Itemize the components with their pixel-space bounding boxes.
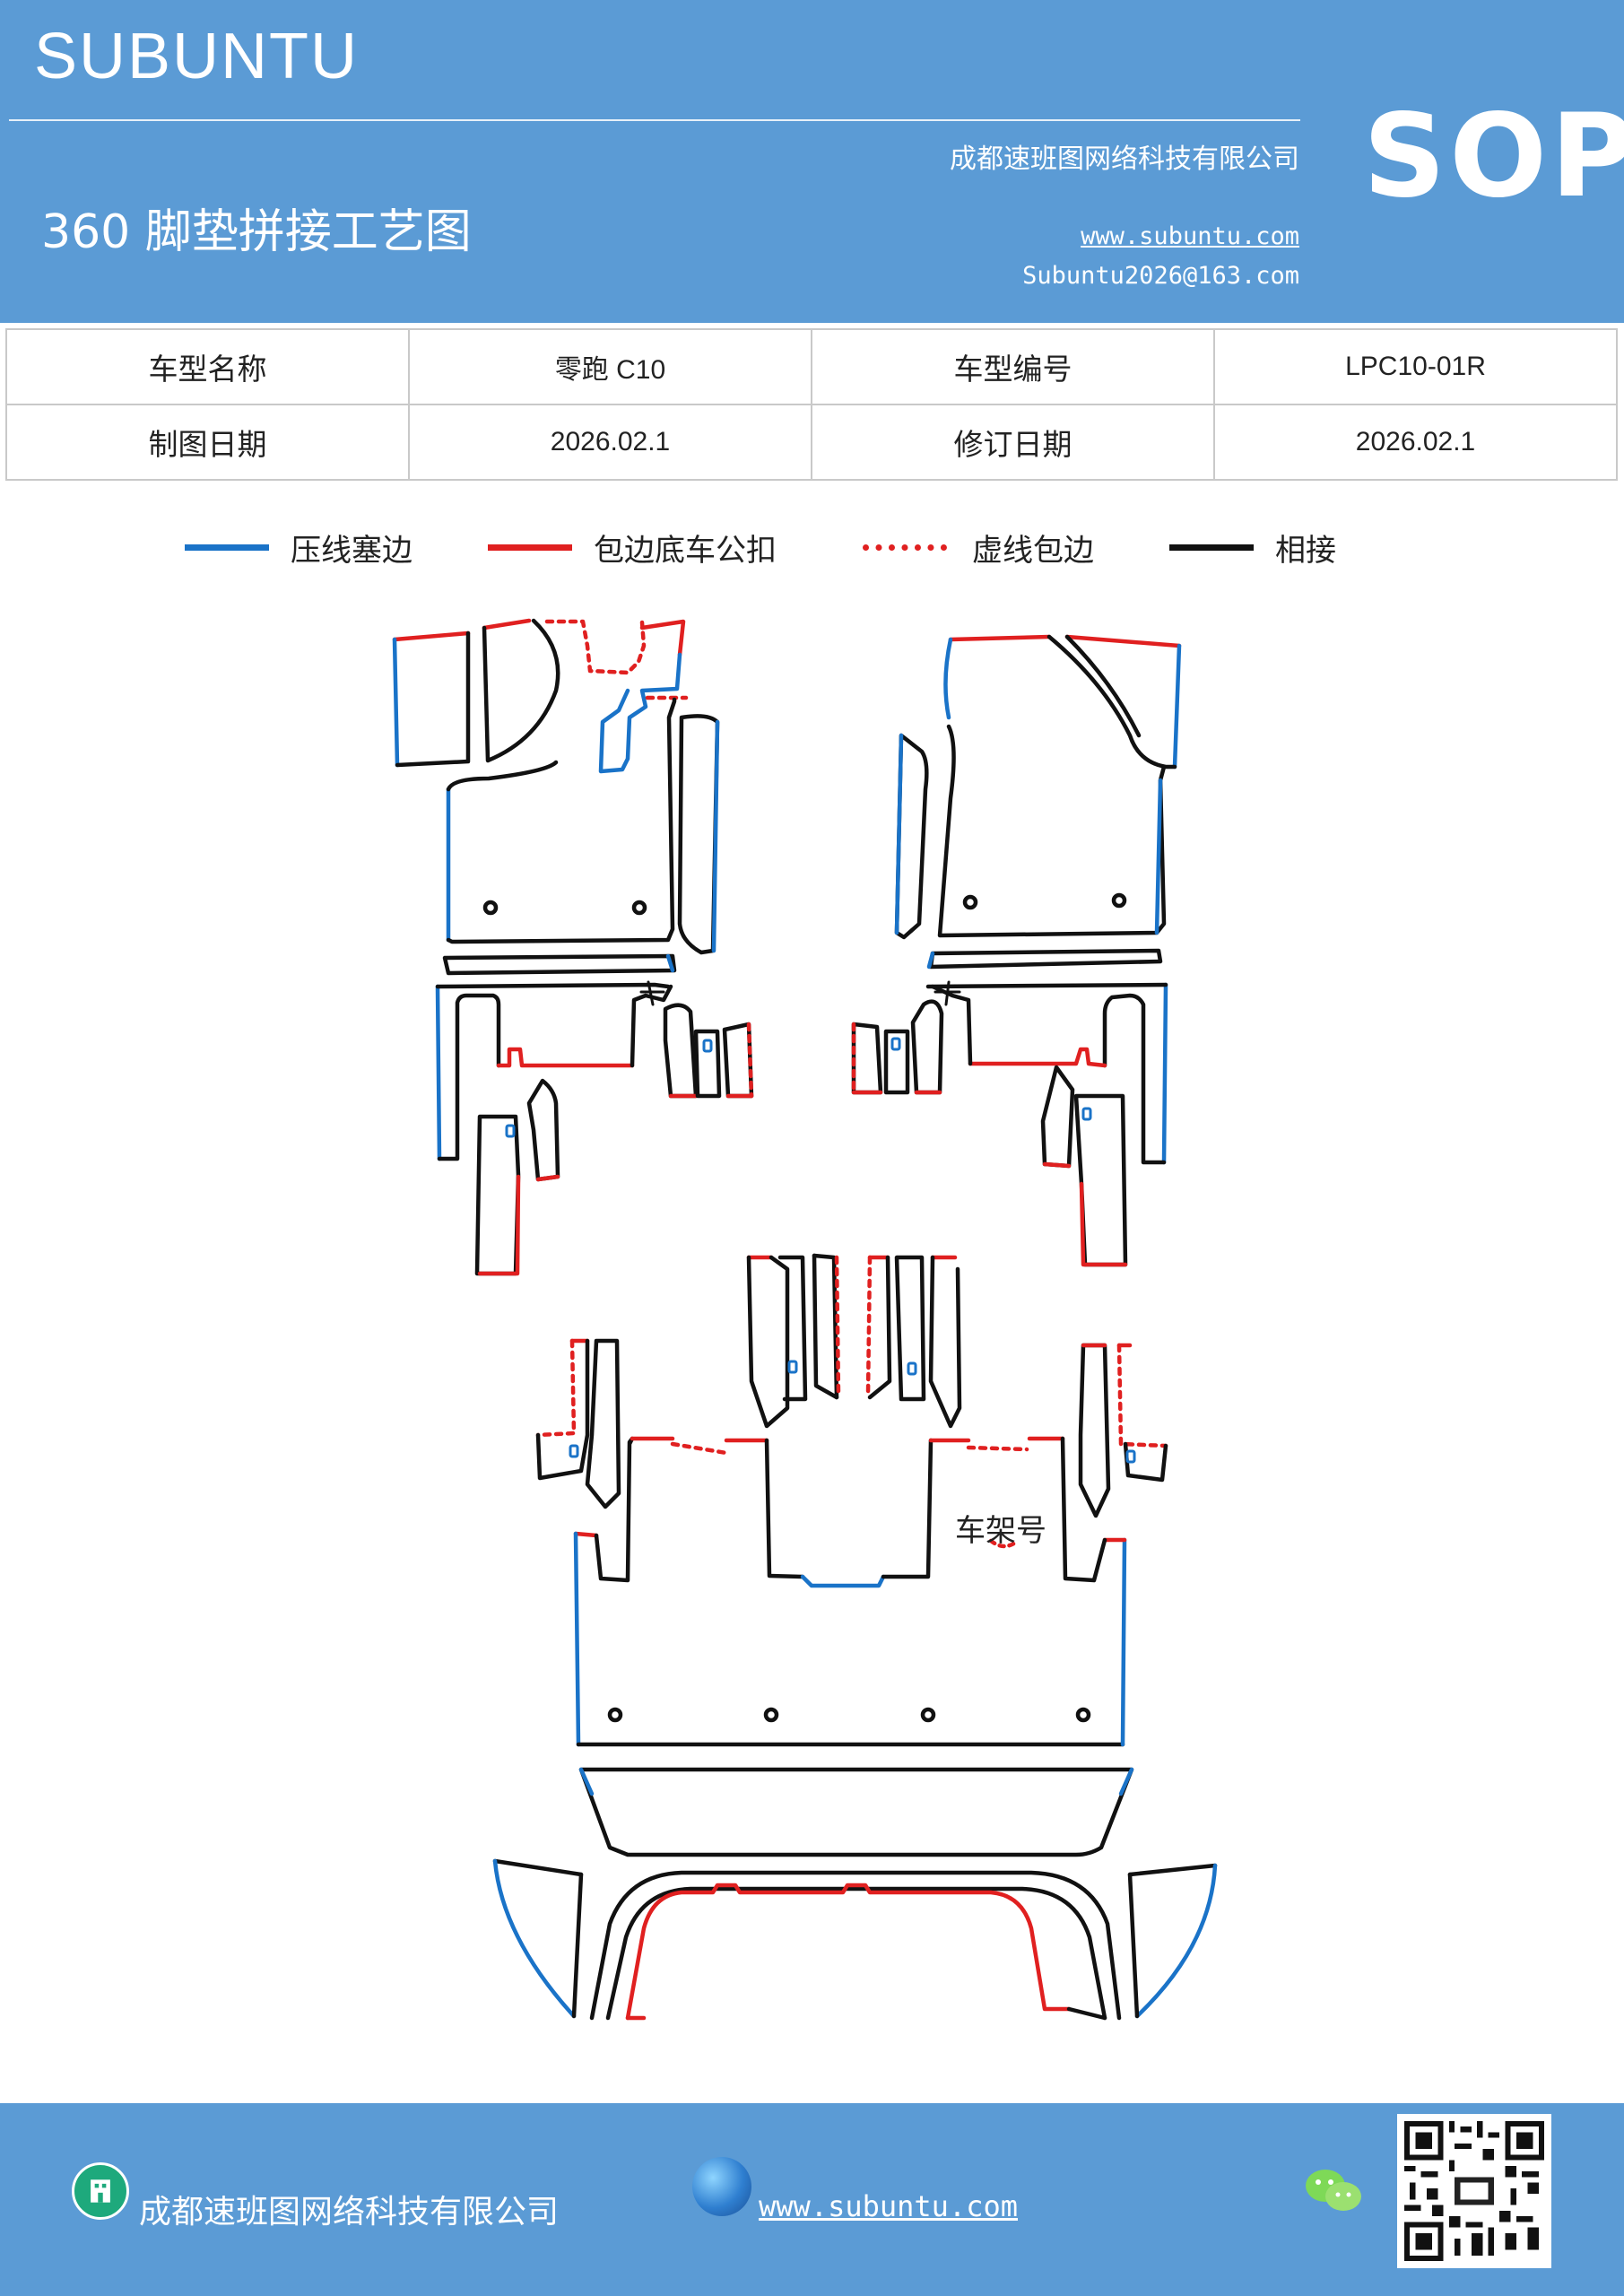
header-divider — [9, 119, 1300, 121]
draw-date-value: 2026.02.1 — [408, 404, 812, 481]
legend-item-wrap-edge: 包边底车公扣 — [488, 520, 777, 574]
line-legend: 压线塞边 包边底车公扣 虚线包边 相接 — [0, 520, 1624, 574]
footer-website-link[interactable]: www.subuntu.com — [759, 2189, 1018, 2223]
legend-label: 包边底车公扣 — [594, 532, 777, 569]
legend-label: 相接 — [1275, 532, 1336, 569]
footer-company: 成都速班图网络科技有限公司 — [139, 2194, 560, 2231]
header-website-link[interactable]: www.subuntu.com — [1081, 222, 1299, 250]
rear-mat-group — [492, 1253, 1218, 2021]
legend-item-join: 相接 — [1169, 520, 1336, 574]
vin-label: 车架号 — [955, 1513, 1046, 1549]
building-icon — [72, 2162, 129, 2220]
floor-mat-diagram: 车架号 — [392, 618, 1218, 2021]
legend-swatch-blue — [185, 544, 269, 551]
vehicle-info-table: 车型名称 零跑 C10 车型编号 LPC10-01R 制图日期 2026.02.… — [5, 328, 1618, 481]
model-code-value: LPC10-01R — [1213, 328, 1618, 405]
front-left-mat-group — [392, 618, 754, 1276]
front-right-mat-group — [851, 634, 1182, 1267]
draw-date-label: 制图日期 — [5, 404, 410, 481]
wechat-icon[interactable] — [1302, 2164, 1365, 2218]
header-banner: SUBUNTU 成都速班图网络科技有限公司 360 脚垫拼接工艺图 www.su… — [0, 0, 1624, 323]
header-company: 成都速班图网络科技有限公司 — [950, 144, 1299, 175]
legend-label: 压线塞边 — [291, 532, 413, 569]
footer-banner: 成都速班图网络科技有限公司 www.subuntu.com — [0, 2103, 1624, 2296]
model-name-label: 车型名称 — [5, 328, 410, 405]
globe-icon — [692, 2157, 751, 2216]
model-name-value: 零跑 C10 — [408, 328, 812, 405]
qr-code[interactable] — [1397, 2114, 1551, 2268]
sop-badge: SOP — [1363, 90, 1624, 223]
legend-item-press-line: 压线塞边 — [185, 520, 413, 574]
document-title: 360 脚垫拼接工艺图 — [41, 205, 472, 259]
legend-swatch-red-dotted — [863, 544, 947, 551]
legend-swatch-black — [1169, 544, 1254, 551]
brand-name: SUBUNTU — [34, 21, 360, 92]
legend-label: 虚线包边 — [972, 532, 1094, 569]
table-row: 车型名称 零跑 C10 车型编号 LPC10-01R — [5, 328, 1618, 405]
legend-swatch-red — [488, 544, 572, 551]
revise-date-value: 2026.02.1 — [1213, 404, 1618, 481]
legend-item-dotted-wrap: 虚线包边 — [863, 520, 1094, 574]
table-row: 制图日期 2026.02.1 修订日期 2026.02.1 — [5, 404, 1618, 481]
header-email: Subuntu2026@163.com — [1022, 262, 1299, 290]
model-code-label: 车型编号 — [811, 328, 1215, 405]
revise-date-label: 修订日期 — [811, 404, 1215, 481]
